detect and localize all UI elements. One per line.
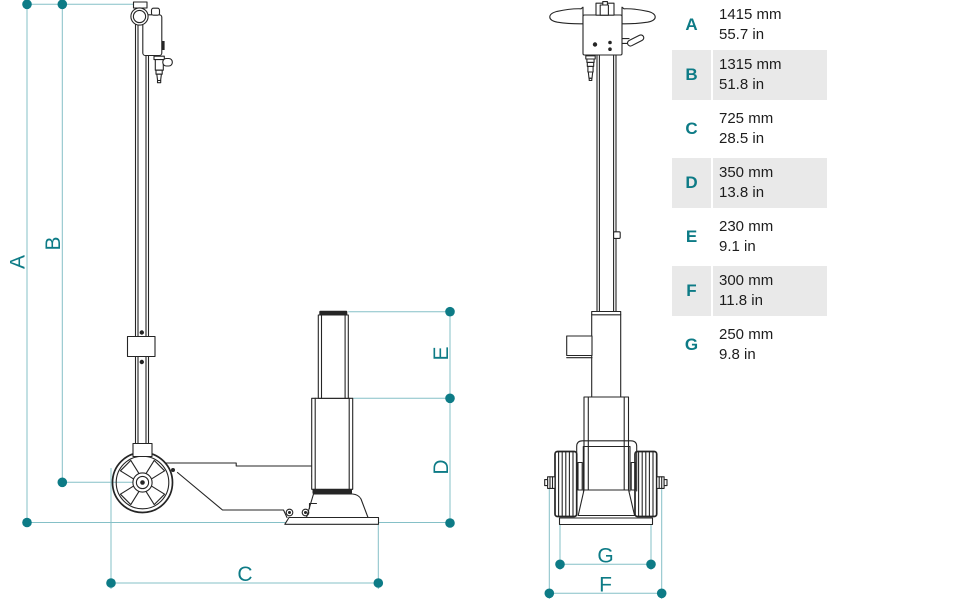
handle-grips	[549, 6, 656, 25]
row-letter: F	[672, 266, 711, 316]
value-in: 13.8 in	[719, 184, 765, 201]
dim-label-b: B	[42, 236, 65, 250]
dim-label-f: F	[599, 574, 612, 597]
dimension-dots	[22, 0, 667, 599]
value-mm: 250 mm	[719, 326, 774, 343]
table-row: E 230 mm 9.1 in	[672, 212, 828, 262]
value-in: 9.1 in	[719, 238, 756, 255]
wheel-front-right	[634, 450, 668, 518]
handle-rod-front	[596, 54, 621, 313]
release-lever	[621, 34, 645, 47]
rod-knob	[613, 231, 621, 239]
value-in: 9.8 in	[719, 346, 756, 363]
dim-label-g: G	[597, 545, 613, 568]
handle-socket	[132, 442, 153, 458]
pump-box-front	[582, 1, 645, 82]
chassis	[164, 462, 321, 519]
side-bracket	[566, 335, 593, 357]
base-foot-front	[558, 489, 654, 526]
wheel-fork	[576, 440, 638, 492]
row-letter: A	[685, 15, 698, 34]
row-values: 250 mm 9.8 in	[713, 320, 827, 370]
handle-side	[126, 1, 173, 458]
value-mm: 230 mm	[719, 218, 774, 235]
row-values: 350 mm 13.8 in	[713, 158, 827, 208]
dimensions-table: A 1415 mm 55.7 in B 1315 mm 51.8 in C 72…	[672, 0, 828, 372]
dimension-letters: A B E D C G F	[7, 236, 614, 596]
dim-label-d: D	[430, 459, 453, 474]
dim-label-c: C	[237, 563, 252, 586]
row-values: 230 mm 9.1 in	[713, 212, 827, 262]
dim-label-e: E	[430, 346, 453, 360]
table-row: F 300 mm 11.8 in	[672, 266, 828, 316]
value-mm: 1315 mm	[719, 56, 782, 73]
row-letter: C	[685, 119, 698, 138]
air-fitting-side	[153, 55, 173, 84]
value-mm: 300 mm	[719, 272, 774, 289]
row-values: 300 mm 11.8 in	[713, 266, 827, 316]
row-letter: G	[684, 335, 699, 354]
saddle-cap	[319, 310, 348, 316]
table-row: B 1315 mm 51.8 in	[672, 50, 828, 100]
table-row: A 1415 mm 55.7 in	[672, 0, 828, 50]
side-view-drawing	[111, 1, 380, 525]
base-foot	[284, 493, 380, 525]
row-values: 1315 mm 51.8 in	[713, 50, 827, 100]
air-fitting-front	[585, 55, 596, 82]
value-in: 11.8 in	[719, 292, 763, 309]
dimension-lines	[26, 3, 663, 599]
lift-cylinder-front	[583, 396, 630, 491]
base-plate	[284, 516, 380, 525]
base-plate-front	[558, 517, 654, 526]
front-view-drawing	[544, 1, 668, 526]
row-letter: E	[685, 227, 698, 246]
lift-cylinder-side	[311, 310, 354, 494]
value-mm: 1415 mm	[719, 6, 782, 23]
dim-label-a: A	[7, 255, 30, 269]
table-row: G 250 mm 9.8 in	[672, 320, 828, 370]
value-in: 51.8 in	[719, 76, 765, 93]
value-mm: 350 mm	[719, 164, 774, 181]
handle-clamp	[126, 335, 156, 358]
row-letter: D	[672, 158, 711, 208]
table-row: C 725 mm 28.5 in	[672, 104, 828, 154]
table-row: D 350 mm 13.8 in	[672, 158, 828, 208]
row-values: 1415 mm 55.7 in	[713, 0, 827, 50]
value-mm: 725 mm	[719, 110, 774, 127]
value-in: 55.7 in	[719, 26, 765, 43]
wheel-front-left	[544, 450, 578, 518]
row-letter: B	[672, 50, 711, 100]
value-in: 28.5 in	[719, 130, 765, 147]
column-front	[566, 310, 622, 398]
row-values: 725 mm 28.5 in	[713, 104, 827, 154]
